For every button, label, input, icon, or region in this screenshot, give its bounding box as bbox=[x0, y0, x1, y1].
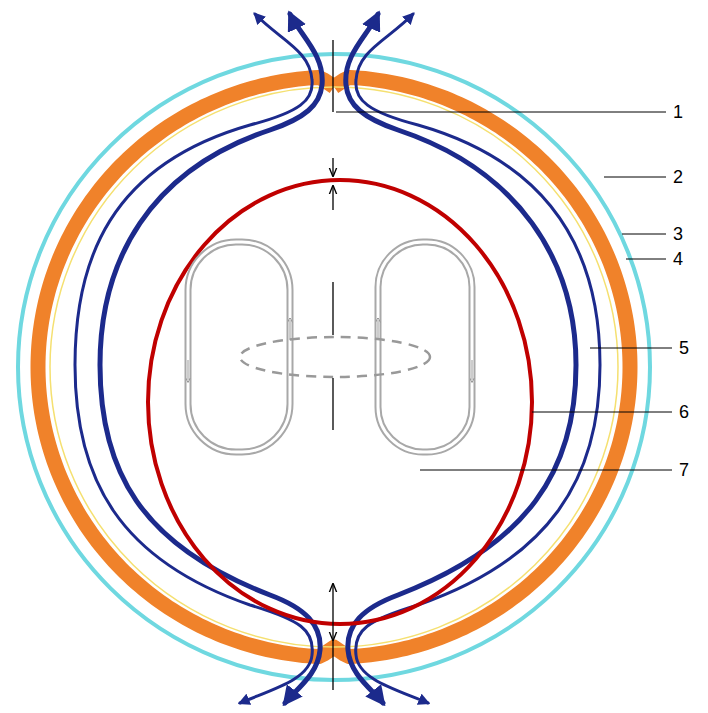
field-lines bbox=[75, 14, 600, 703]
axis bbox=[332, 40, 333, 690]
callout-number: 6 bbox=[678, 403, 690, 421]
convection-loops bbox=[188, 242, 472, 452]
outer-shell bbox=[18, 54, 650, 680]
callout-number: 1 bbox=[672, 103, 684, 121]
crust-band bbox=[38, 77, 630, 656]
callout-number: 5 bbox=[678, 339, 690, 357]
crust-band bbox=[38, 77, 630, 656]
core-boundary bbox=[148, 180, 532, 624]
inner-layer-line bbox=[50, 87, 618, 647]
callout-number: 2 bbox=[672, 168, 684, 186]
callout-number: 3 bbox=[672, 225, 684, 243]
callout-number: 4 bbox=[672, 250, 684, 268]
leader-lines bbox=[336, 112, 672, 470]
callout-number: 7 bbox=[678, 461, 690, 479]
